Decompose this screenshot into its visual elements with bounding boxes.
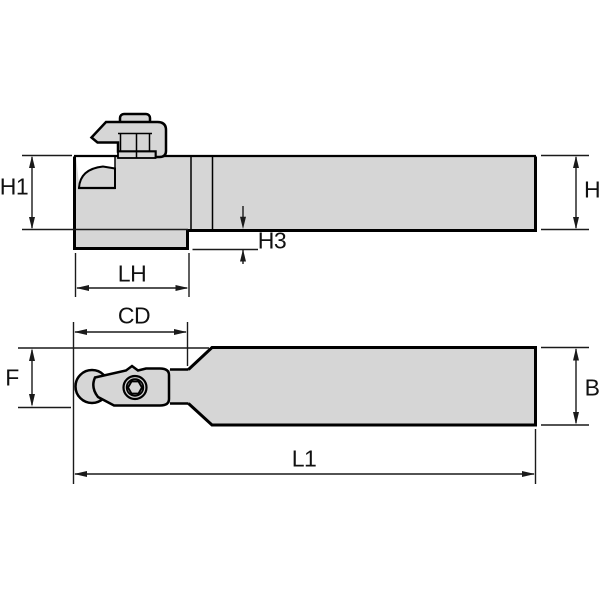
side-view-outline [73,156,537,250]
dimension-cd [72,322,189,484]
lh-arrow-right-icon [175,285,189,291]
hex-socket-icon [126,380,144,395]
h1-arrow-up-icon [29,155,35,168]
side-view [22,112,589,297]
h-arrow-up-icon [573,155,579,168]
dimension-f [18,347,209,409]
h3-arrow-down-icon [240,216,246,229]
label-h3: H3 [257,227,287,254]
label-l1: L1 [291,445,317,472]
f-arrow-down-icon [29,394,35,407]
label-lh: LH [117,260,147,287]
label-f: F [5,364,19,391]
label-h: H [583,176,600,203]
plan-view [18,322,589,484]
screw-inner-circle [125,378,145,397]
h1-arrow-down-icon [29,217,35,230]
label-cd: CD [117,302,151,329]
dimension-h3 [192,206,258,264]
l1-arrow-left-icon [74,471,87,477]
round-insert-side [77,165,116,189]
dimension-h1 [22,154,72,230]
cd-arrow-left-icon [74,329,87,335]
dimension-h [541,154,589,231]
plan-body-outline [187,346,537,427]
lh-arrow-left-icon [76,285,89,291]
h3-arrow-up-icon [240,249,246,262]
plan-body-fill [188,347,535,425]
f-arrow-up-icon [29,348,35,361]
clamp-assembly [89,112,168,159]
label-h1: H1 [0,173,29,200]
cd-arrow-right-icon [174,329,187,335]
dimension-b [541,346,589,426]
l1-arrow-right-icon [522,471,535,477]
h-arrow-down-icon [573,217,579,230]
clamp-screw [122,374,148,401]
dimension-lh [74,253,190,297]
label-b: B [584,374,600,401]
b-arrow-down-icon [573,412,579,425]
dimension-l1 [74,429,537,484]
b-arrow-up-icon [573,348,579,361]
side-view-body-fill [74,156,535,249]
